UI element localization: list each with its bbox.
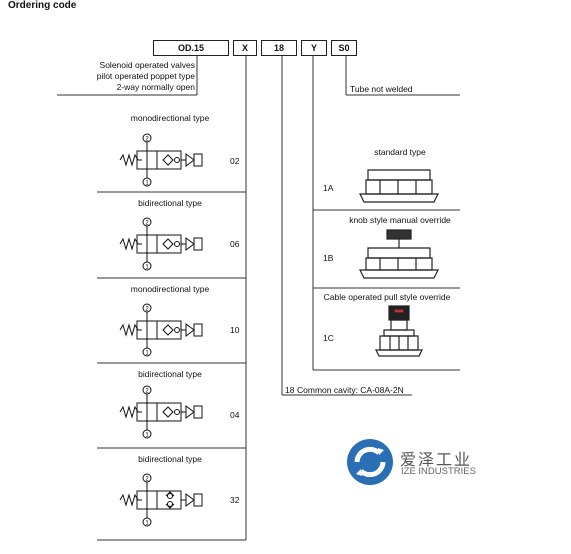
code-field-override: Y (301, 40, 327, 56)
override-code: 1B (323, 253, 334, 263)
page-title: Ordering code (8, 0, 77, 11)
variant-code: 04 (230, 410, 240, 420)
override-label: knob style manual override (349, 215, 451, 225)
description-line-2: pilot operated poppet type (96, 71, 195, 81)
variant-code: 32 (230, 495, 240, 505)
variant-code: 06 (230, 239, 240, 249)
logo-english-text: IZE INDUSTRIES (401, 466, 476, 477)
code-field-series: OD.15 (153, 40, 229, 56)
logo-chinese-text: 爱泽工业 (400, 452, 473, 469)
variant-label: monodirectional type (130, 113, 210, 123)
seal-label: Tube not welded (350, 84, 413, 94)
variant-code: 02 (230, 156, 240, 166)
variant-label: bidirectional type (138, 369, 202, 379)
description-line-1: Solenoid operated valves (99, 60, 195, 70)
cavity-code: 18 (285, 385, 295, 395)
cavity-label: Common cavity: CA-08A-2N (297, 385, 404, 395)
svg-text:1: 1 (145, 265, 149, 271)
override-label: Cable operated pull style override (323, 292, 451, 302)
override-code: 1A (323, 183, 334, 193)
variant-label: monodirectional type (130, 284, 210, 294)
variant-label: bidirectional type (138, 198, 202, 208)
svg-text:1: 1 (145, 351, 149, 357)
code-field-cavity: 18 (261, 40, 297, 56)
svg-text:2: 2 (145, 477, 149, 483)
code-field-seal: S0 (331, 40, 357, 56)
description-line-3: 2-way normally open (116, 82, 195, 92)
svg-text:2: 2 (145, 389, 149, 395)
svg-text:2: 2 (145, 221, 149, 227)
override-code: 1C (323, 333, 334, 343)
code-field-x: X (233, 40, 257, 56)
override-label: standard type (374, 147, 426, 157)
svg-text:1: 1 (145, 433, 149, 439)
variant-label: bidirectional type (138, 454, 202, 464)
svg-text:1: 1 (145, 521, 149, 527)
variant-code: 10 (230, 325, 240, 335)
svg-text:2: 2 (145, 307, 149, 313)
